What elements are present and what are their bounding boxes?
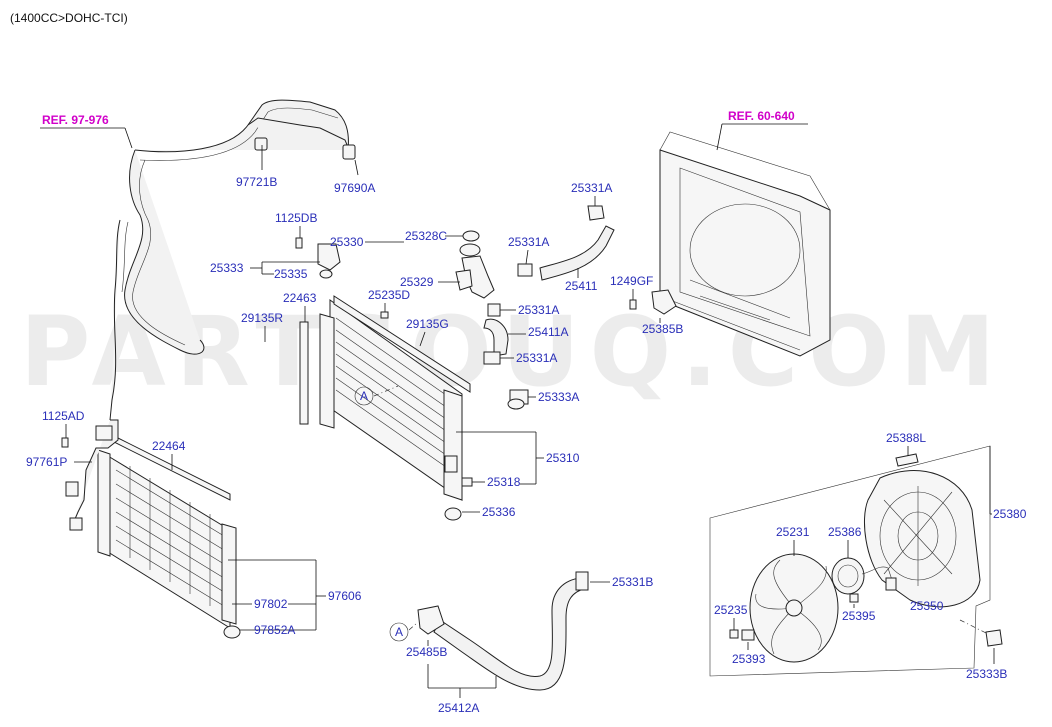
label-25336[interactable]: 25336 <box>482 505 516 519</box>
label-1249GF[interactable]: 1249GF <box>610 274 653 288</box>
circle-marker-a-radiator: A <box>360 389 368 403</box>
label-25333A[interactable]: 25333A <box>538 390 579 404</box>
label-25333[interactable]: 25333 <box>210 261 244 275</box>
label-25331A-top[interactable]: 25331A <box>571 181 612 195</box>
label-25329[interactable]: 25329 <box>400 275 434 289</box>
label-25318[interactable]: 25318 <box>487 475 521 489</box>
ref-label-60-640[interactable]: REF. 60-640 <box>728 109 795 123</box>
label-1125DB[interactable]: 1125DB <box>275 211 317 225</box>
label-25385B[interactable]: 25385B <box>642 322 683 336</box>
label-25411A[interactable]: 25411A <box>528 325 568 339</box>
label-25328C[interactable]: 25328C <box>405 229 447 243</box>
label-25388L[interactable]: 25388L <box>886 431 926 445</box>
label-22464[interactable]: 22464 <box>152 439 186 453</box>
label-1125AD[interactable]: 1125AD <box>42 409 85 423</box>
label-25310[interactable]: 25310 <box>546 451 580 465</box>
cooling-fan <box>749 553 839 663</box>
label-22463[interactable]: 22463 <box>283 291 317 305</box>
label-97690A[interactable]: 97690A <box>334 181 375 195</box>
circle-marker-a-hose: A <box>395 625 403 639</box>
fan-shroud <box>863 453 981 608</box>
label-25330[interactable]: 25330 <box>330 235 364 249</box>
label-25395[interactable]: 25395 <box>842 609 876 623</box>
engine-spec-title: (1400CC>DOHC-TCI) <box>10 11 128 25</box>
label-25393[interactable]: 25393 <box>732 652 766 666</box>
label-25485B[interactable]: 25485B <box>406 645 447 659</box>
label-25335[interactable]: 25335 <box>274 267 308 281</box>
label-25411[interactable]: 25411 <box>565 279 598 293</box>
label-25331A-mid[interactable]: 25331A <box>508 235 549 249</box>
label-25386[interactable]: 25386 <box>828 525 862 539</box>
label-97802[interactable]: 97802 <box>254 597 288 611</box>
label-25350[interactable]: 25350 <box>910 599 944 613</box>
ac-pipe-assembly <box>109 99 356 421</box>
label-25412A[interactable]: 25412A <box>438 701 479 715</box>
label-25331A-low[interactable]: 25331A <box>516 351 557 365</box>
ref-label-97-976[interactable]: REF. 97-976 <box>42 113 109 127</box>
label-97761P[interactable]: 97761P <box>26 455 67 469</box>
label-25331A-third[interactable]: 25331A <box>518 303 559 317</box>
label-97852A[interactable]: 97852A <box>254 623 295 637</box>
label-25331B[interactable]: 25331B <box>612 575 653 589</box>
label-25235[interactable]: 25235 <box>714 603 748 617</box>
label-29135G[interactable]: 29135G <box>406 317 449 331</box>
label-25333B[interactable]: 25333B <box>966 667 1007 681</box>
label-25380[interactable]: 25380 <box>993 507 1027 521</box>
label-25235D[interactable]: 25235D <box>368 288 410 302</box>
label-97721B[interactable]: 97721B <box>236 175 277 189</box>
condenser-assembly <box>65 419 237 629</box>
label-25231[interactable]: 25231 <box>776 525 810 539</box>
label-97606[interactable]: 97606 <box>328 589 362 603</box>
fan-motor <box>831 557 897 603</box>
label-29135R[interactable]: 29135R <box>241 311 283 325</box>
radiator-assembly <box>319 295 529 501</box>
